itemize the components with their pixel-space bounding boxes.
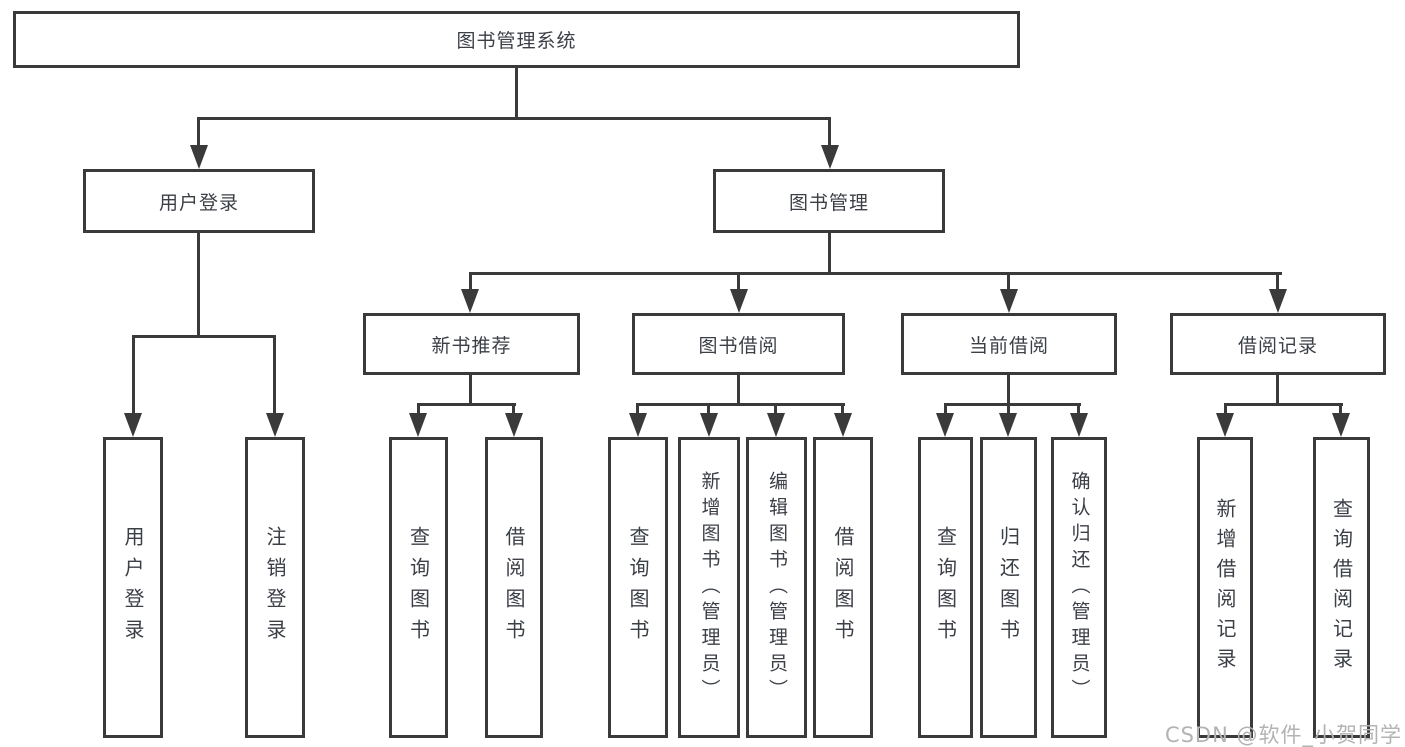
leaf-borrow-books: 借阅图书 <box>813 437 873 738</box>
connector-line <box>132 335 276 338</box>
node-book-borrowing: 图书借阅 <box>632 313 845 375</box>
connector-line <box>774 403 777 420</box>
node-label: 查询图书 <box>626 525 650 650</box>
arrow-down-icon <box>1269 289 1287 313</box>
leaf-query-borrow-record: 查询借阅记录 <box>1313 437 1370 738</box>
arrow-down-icon <box>730 289 748 313</box>
arrow-down-icon <box>505 413 523 437</box>
connector-line <box>707 403 710 420</box>
arrow-down-icon <box>936 413 954 437</box>
connector-line <box>273 335 276 420</box>
connector-line <box>469 272 472 298</box>
node-label: 图书借阅 <box>698 334 779 357</box>
connector-line <box>512 403 515 420</box>
arrow-down-icon <box>124 413 142 437</box>
node-library-management-system: 图书管理系统 <box>13 11 1020 68</box>
arrow-down-icon <box>461 289 479 313</box>
arrow-down-icon <box>629 413 647 437</box>
leaf-query-books: 查询图书 <box>389 437 448 738</box>
arrow-down-icon <box>1000 289 1018 313</box>
node-label: 用户登录 <box>121 525 145 650</box>
leaf-edit-books-admin: 编辑图书（管理员） <box>746 437 807 738</box>
connector-line <box>828 233 831 275</box>
node-label: 用户登录 <box>158 191 239 214</box>
connector-line <box>469 375 472 406</box>
arrow-down-icon <box>999 413 1017 437</box>
node-label: 注销登录 <box>263 525 287 650</box>
connector-line <box>417 403 420 420</box>
connector-line <box>469 272 1282 275</box>
connector-line <box>197 117 200 153</box>
connector-line <box>828 117 831 153</box>
arrow-down-icon <box>190 145 208 169</box>
node-label: 图书管理 <box>788 191 869 214</box>
node-label: 借阅图书 <box>502 525 526 650</box>
arrow-down-icon <box>409 413 427 437</box>
connector-line <box>737 375 740 406</box>
connector-line <box>1007 272 1010 298</box>
node-label: 查询图书 <box>406 525 431 650</box>
connector-line <box>1224 403 1227 420</box>
node-label: 新书推荐 <box>431 334 512 357</box>
connector-line <box>197 117 831 120</box>
connector-line <box>944 403 1081 406</box>
arrow-down-icon <box>1332 413 1350 437</box>
arrow-down-icon <box>821 145 839 169</box>
node-new-book-recommend: 新书推荐 <box>363 313 580 375</box>
leaf-add-borrow-record: 新增借阅记录 <box>1197 437 1253 738</box>
connector-line <box>515 68 518 120</box>
node-label: 归还图书 <box>996 525 1021 650</box>
leaf-query-books: 查询图书 <box>918 437 973 738</box>
connector-line <box>1276 375 1279 406</box>
node-user-login: 用户登录 <box>83 169 315 233</box>
arrow-down-icon <box>700 413 718 437</box>
node-borrowing-records: 借阅记录 <box>1170 313 1386 375</box>
leaf-user-login: 用户登录 <box>103 437 163 738</box>
leaf-return-books: 归还图书 <box>980 437 1037 738</box>
csdn-watermark: CSDN @软件_小贺同学 <box>1164 723 1402 747</box>
node-label: 新增借阅记录 <box>1213 497 1237 678</box>
node-label: 编辑图书（管理员） <box>766 470 788 705</box>
connector-line <box>197 233 200 338</box>
node-label: 借阅记录 <box>1237 334 1318 357</box>
node-current-borrowing: 当前借阅 <box>901 313 1117 375</box>
connector-line <box>1224 403 1343 406</box>
arrow-down-icon <box>834 413 852 437</box>
connector-line <box>841 403 844 420</box>
connector-line <box>636 403 639 420</box>
node-label: 确认归还（管理员） <box>1068 470 1091 705</box>
connector-line <box>1007 375 1010 406</box>
node-label: 查询借阅记录 <box>1329 497 1354 678</box>
arrow-down-icon <box>1070 413 1088 437</box>
connector-line <box>737 272 740 298</box>
arrow-down-icon <box>767 413 785 437</box>
connector-line <box>1339 403 1342 420</box>
connector-line <box>1276 272 1279 298</box>
leaf-borrow-books: 借阅图书 <box>485 437 543 738</box>
leaf-add-books-admin: 新增图书（管理员） <box>678 437 740 738</box>
node-label: 当前借阅 <box>968 334 1049 357</box>
node-label: 查询图书 <box>933 525 958 650</box>
leaf-query-books: 查询图书 <box>608 437 668 738</box>
node-book-management: 图书管理 <box>713 169 945 233</box>
connector-line <box>417 403 516 406</box>
arrow-down-icon <box>1216 413 1234 437</box>
arrow-down-icon <box>266 413 284 437</box>
connector-line <box>636 403 845 406</box>
node-label: 图书管理系统 <box>456 30 577 52</box>
leaf-confirm-return-admin: 确认归还（管理员） <box>1051 437 1107 738</box>
connector-line <box>1007 403 1010 420</box>
connector-line <box>1077 403 1080 420</box>
connector-line <box>132 335 135 420</box>
node-label: 借阅图书 <box>831 525 855 650</box>
leaf-logout: 注销登录 <box>245 437 305 738</box>
node-label: 新增图书（管理员） <box>698 470 721 705</box>
connector-line <box>944 403 947 420</box>
